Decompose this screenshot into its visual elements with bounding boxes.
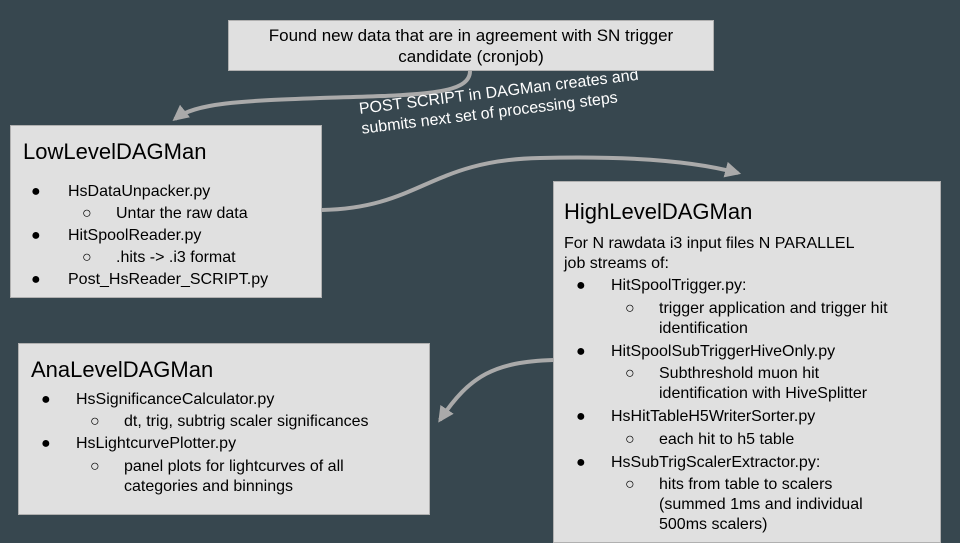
arrow-low-to-high — [321, 155, 742, 212]
low-level-title: LowLevelDAGMan — [23, 139, 207, 164]
high-item-4-sub-2: (summed 1ms and individual — [659, 496, 863, 513]
high-item-2-sub-1: Subthreshold muon hit — [659, 365, 820, 382]
high-level-title: HighLevelDAGMan — [564, 199, 753, 224]
trigger-box: Found new data that are in agreement wit… — [228, 20, 714, 71]
high-item-3: HsHitTableH5WriterSorter.py — [611, 408, 816, 425]
low-item-1-sub: Untar the raw data — [116, 205, 248, 222]
high-item-2-sub-2: identification with HiveSplitter — [659, 385, 868, 402]
ana-item-2-sub-2: categories and binnings — [124, 478, 294, 495]
trigger-line-2: candidate (cronjob) — [398, 47, 544, 66]
high-item-4: HsSubTrigScalerExtractor.py: — [611, 454, 821, 471]
ana-item-1-sub-1: dt, trig, subtrig scaler significances — [124, 413, 369, 430]
trigger-line-1: Found new data that are in agreement wit… — [268, 26, 674, 45]
sub-bullet-icon: ○ — [625, 365, 635, 382]
sub-bullet-icon: ○ — [82, 205, 92, 222]
high-intro-line-1: For N rawdata i3 input files N PARALLEL — [564, 235, 855, 252]
bullet-icon: ● — [31, 183, 41, 200]
bullet-icon: ● — [576, 408, 586, 425]
low-item-2: HitSpoolReader.py — [68, 227, 202, 244]
bullet-icon: ● — [31, 271, 41, 288]
low-item-3: Post_HsReader_SCRIPT.py — [68, 271, 269, 288]
high-item-1-sub-1: trigger application and trigger hit — [659, 300, 888, 317]
high-item-3-sub-1: each hit to h5 table — [659, 431, 795, 448]
high-intro-line-2: job streams of: — [564, 255, 669, 272]
high-item-4-sub-3: 500ms scalers) — [659, 516, 768, 533]
ana-item-1: HsSignificanceCalculator.py — [76, 391, 275, 408]
high-item-2: HitSpoolSubTriggerHiveOnly.py — [611, 343, 836, 360]
sub-bullet-icon: ○ — [90, 458, 100, 475]
high-item-4-sub-1: hits from table to scalers — [659, 476, 833, 493]
bullet-icon: ● — [576, 454, 586, 471]
sub-bullet-icon: ○ — [625, 300, 635, 317]
ana-level-dagman-box: AnaLevelDAGMan ● HsSignificanceCalculato… — [18, 343, 430, 515]
bullet-icon: ● — [41, 391, 51, 408]
low-item-1: HsDataUnpacker.py — [68, 183, 211, 200]
sub-bullet-icon: ○ — [625, 476, 635, 493]
sub-bullet-icon: ○ — [82, 249, 92, 266]
ana-item-2: HsLightcurvePlotter.py — [76, 435, 237, 452]
arrow-high-to-ana — [438, 358, 554, 423]
high-item-1: HitSpoolTrigger.py: — [611, 277, 747, 294]
bullet-icon: ● — [576, 343, 586, 360]
bullet-icon: ● — [41, 435, 51, 452]
low-level-dagman-box: LowLevelDAGMan ● HsDataUnpacker.py ○ Unt… — [10, 125, 322, 298]
sub-bullet-icon: ○ — [90, 413, 100, 430]
sub-bullet-icon: ○ — [625, 431, 635, 448]
ana-level-title: AnaLevelDAGMan — [31, 357, 214, 382]
high-level-dagman-box: HighLevelDAGMan For N rawdata i3 input f… — [553, 181, 941, 543]
bullet-icon: ● — [576, 277, 586, 294]
ana-item-2-sub-1: panel plots for lightcurves of all — [124, 458, 344, 475]
arrow-trigger-to-low — [172, 70, 472, 121]
low-item-2-sub: .hits -> .i3 format — [116, 249, 236, 266]
bullet-icon: ● — [31, 227, 41, 244]
high-item-1-sub-2: identification — [659, 320, 748, 337]
